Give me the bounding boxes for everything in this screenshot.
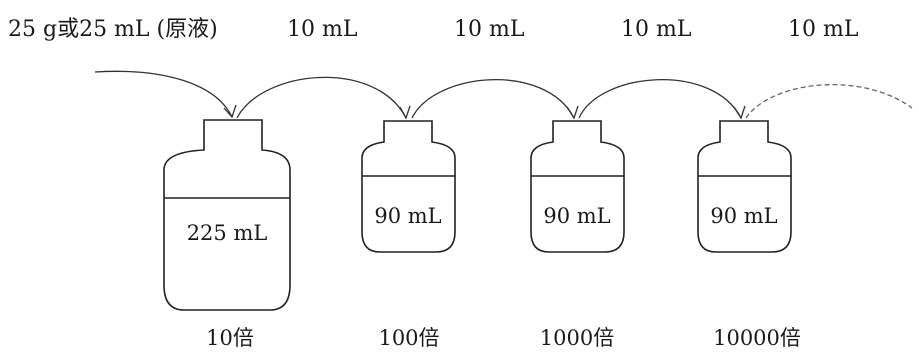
bottle-4: 90 mL — [697, 120, 792, 253]
bottle-1-dilution: 10倍 — [206, 326, 254, 350]
arrow-bottle-1-to-2 — [236, 76, 407, 119]
bottle-4-volume: 90 mL — [710, 204, 777, 228]
bottle-2: 90 mL — [361, 120, 456, 253]
transfer-volume-1: 10 mL — [287, 17, 358, 42]
bottle-2-volume: 90 mL — [374, 204, 441, 228]
arrow-head-2 — [399, 105, 411, 120]
bottle-4-dilution: 10000倍 — [713, 326, 801, 350]
transfer-volume-3: 10 mL — [621, 17, 692, 42]
bottle-4-outline — [697, 120, 792, 253]
bottle-3-dilution: 1000倍 — [540, 326, 614, 350]
arrow-bottle-2-to-3 — [411, 79, 575, 119]
bottle-3-outline — [530, 120, 625, 253]
arrow-bottle-3-to-4 — [578, 79, 742, 119]
arrow-bottle-4-continued — [745, 84, 913, 119]
bottle-3: 90 mL — [530, 120, 625, 253]
transfer-arrows — [94, 70, 913, 120]
arrow-head-3 — [566, 105, 579, 120]
bottle-2-outline — [361, 120, 456, 253]
source-label: 25 g或25 mL (原液) — [8, 17, 218, 42]
transfer-volume-4: 10 mL — [788, 17, 859, 42]
arrow-head-4 — [733, 105, 746, 120]
bottle-1: 225 mL — [163, 119, 291, 311]
bottle-1-volume: 225 mL — [187, 221, 268, 245]
arrow-source-to-bottle-1 — [94, 70, 233, 118]
arrow-head-1 — [223, 104, 237, 119]
transfer-volume-2: 10 mL — [454, 17, 525, 42]
bottle-3-volume: 90 mL — [543, 204, 610, 228]
bottle-1-outline — [163, 119, 291, 311]
bottle-2-dilution: 100倍 — [378, 326, 439, 350]
